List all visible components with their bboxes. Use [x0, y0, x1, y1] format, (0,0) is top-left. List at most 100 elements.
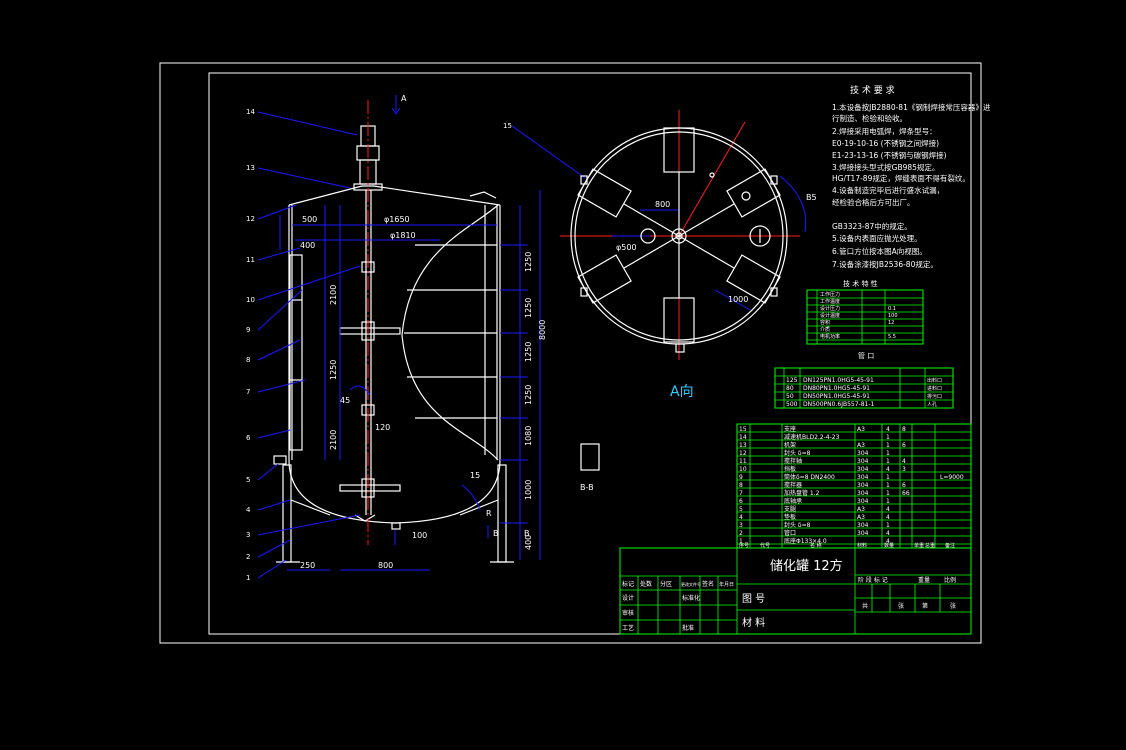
- title-left-cell: 批准: [682, 624, 694, 632]
- part-no: 3: [739, 522, 743, 529]
- title-left-cell: 工艺: [622, 624, 634, 632]
- tech-req-line: 5.设备内表面应抛光处理。: [832, 233, 922, 243]
- dimension-lines: [257, 95, 807, 579]
- part-no: 7: [739, 490, 743, 497]
- material-label: 材 料: [742, 616, 765, 629]
- part-no: 1: [739, 538, 743, 545]
- spec-val: 12: [888, 320, 894, 326]
- part-no: 6: [739, 498, 743, 505]
- spec-val: 100: [888, 313, 898, 319]
- part-no: 11: [739, 458, 747, 465]
- title-left-cell: 标记: [622, 580, 634, 588]
- part-qty: 1: [886, 522, 890, 529]
- spec-row: 电机功率: [820, 333, 840, 340]
- part-qty: 4: [886, 426, 890, 433]
- dim-left-1: 1250: [329, 360, 338, 380]
- leader-12: 12: [246, 215, 255, 223]
- parts-note: L=9000: [940, 474, 964, 481]
- dim-top-0: 500: [302, 215, 317, 224]
- tech-req-line: 2.焊接采用电弧焊，焊条型号：: [832, 126, 937, 136]
- part-material: 304: [857, 490, 869, 497]
- tech-req-line: 1.本设备按JB2880-81《钢制焊接常压容器》进: [832, 102, 991, 112]
- title-right-footer: 共: [862, 602, 868, 610]
- part-weight: 6: [902, 482, 906, 489]
- part-name: 减速机BLD2.2-4-23: [784, 433, 840, 441]
- tech-req-line: 经检验合格后方可出厂。: [832, 197, 915, 207]
- dim-left-2: 2100: [329, 430, 338, 450]
- arrow-label-a: A: [401, 94, 407, 103]
- title-right-header: 阶 段 标 记: [858, 576, 888, 584]
- tank-top-view: [570, 127, 788, 353]
- part-name: 垫板: [784, 513, 796, 521]
- part-name: 底轴承: [784, 497, 802, 505]
- part-material: 304: [857, 522, 869, 529]
- part-qty: 1: [886, 498, 890, 505]
- part-no: 13: [739, 442, 747, 449]
- dim-angle-0: 45: [340, 396, 350, 405]
- dim-top-1: φ1650: [384, 215, 410, 224]
- spec-row: 设计压力: [820, 305, 840, 312]
- nozzle-size: 125: [786, 377, 798, 384]
- spec-row: 工作温度: [820, 298, 840, 305]
- leader-7: 7: [246, 388, 250, 396]
- part-no: 10: [739, 466, 747, 473]
- parts-header: 名 称: [810, 542, 822, 549]
- title-left-cell: 标准化: [682, 594, 700, 602]
- nozzle-std: DN125PN1.0HG5-45-91: [803, 377, 874, 384]
- dim-top-view-2: 1000: [728, 295, 748, 304]
- drawing-title: 储化罐 12方: [770, 558, 843, 574]
- dimension-texts: 500 φ1650 φ1810 400 1250 1250 1250 1250 …: [300, 94, 817, 570]
- title-left-cell: 更改文件号: [681, 581, 701, 587]
- part-qty: 4: [886, 514, 890, 521]
- part-qty: 1: [886, 434, 890, 441]
- part-weight: 4: [902, 458, 906, 465]
- dim-left-0: 2100: [329, 285, 338, 305]
- spec-table: 技 术 特 性 工作压力 工作温度 设计压力 设计温度 容积 介质 电机功率 0…: [806, 279, 924, 345]
- parts-header: 总重: [925, 542, 935, 549]
- spec-val: 0.1: [888, 306, 896, 312]
- tech-req-title: 技 术 要 求: [850, 84, 895, 96]
- leader-10: 10: [246, 296, 255, 304]
- leader-4: 4: [246, 506, 251, 514]
- tech-req-line: 行制造、检验和验收。: [832, 113, 907, 123]
- dim-right-4: 1080: [524, 426, 533, 446]
- tech-req-line: 6.管口方位按本图A向视图。: [832, 246, 927, 256]
- dim-right-1: 1250: [524, 298, 533, 318]
- tank-front-view: [273, 125, 514, 563]
- arrow-label-b2: B: [524, 529, 530, 538]
- part-name: 挡板: [784, 465, 796, 473]
- dim-right-total: 8000: [538, 320, 547, 340]
- part-material: A3: [857, 506, 865, 513]
- parts-header: 单重: [914, 542, 924, 549]
- part-weight: 8: [902, 426, 906, 433]
- part-material: 304: [857, 466, 869, 473]
- dim-top-view-0: 800: [655, 200, 670, 209]
- nozzle-size: 80: [786, 385, 794, 392]
- part-name: 支座: [784, 425, 796, 433]
- part-qty: 1: [886, 458, 890, 465]
- dim-right-6: 400: [524, 535, 533, 550]
- title-left-cell: 分区: [660, 580, 672, 588]
- view-a-label: A向: [670, 384, 694, 400]
- part-name: 封头 δ=8: [784, 449, 811, 457]
- part-qty: 1: [886, 474, 890, 481]
- spec-row: 工作压力: [820, 291, 840, 298]
- parts-header: 材料: [857, 542, 867, 549]
- part-material: A3: [857, 426, 865, 433]
- dim-bottom-1: 800: [378, 561, 393, 570]
- part-qty: 4: [886, 466, 890, 473]
- part-material: 304: [857, 458, 869, 465]
- parts-header: 备注: [945, 542, 955, 549]
- title-right-footer: 张: [950, 602, 956, 610]
- spec-row: 容积: [820, 319, 830, 326]
- part-material: 304: [857, 530, 869, 537]
- leader-9: 9: [246, 326, 250, 334]
- nozzle-std: DN50PN1.0HG5-45-91: [803, 393, 870, 400]
- part-qty: 4: [886, 506, 890, 513]
- leader-15: 15: [503, 122, 512, 130]
- title-left-cell: 处数: [640, 580, 652, 588]
- tech-req-line: 3.焊接接头型式按GB985规定。: [832, 162, 939, 172]
- leader-13: 13: [246, 164, 255, 172]
- part-weight: 6: [902, 442, 906, 449]
- part-name: 封头 δ=8: [784, 521, 811, 529]
